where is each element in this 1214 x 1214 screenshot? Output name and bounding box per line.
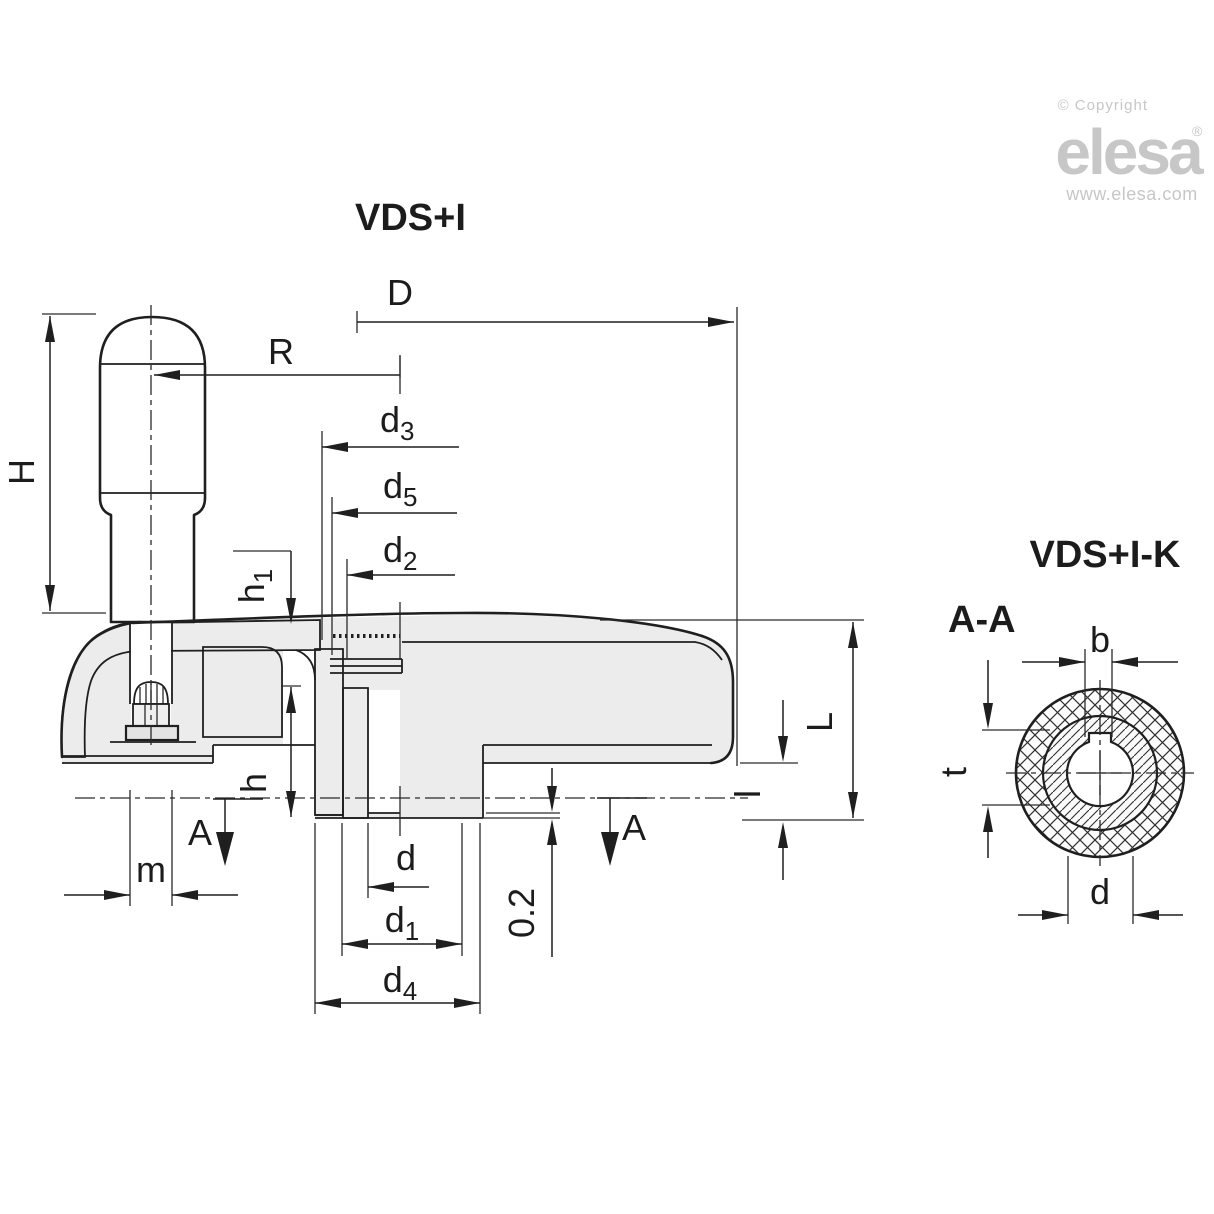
wheel-top-edge	[131, 611, 704, 638]
dim-d2-label: d2	[383, 529, 418, 576]
section-marker-a-left: A	[188, 798, 263, 866]
branding: © Copyright elesa ® www.elesa.com	[1055, 97, 1207, 204]
revolving-handle	[98, 315, 207, 624]
dim-l: l	[727, 700, 798, 880]
dim-d: d	[367, 823, 429, 898]
dim-d4-label: d4	[383, 959, 418, 1006]
section-view-title: VDS+I-K	[1030, 534, 1182, 576]
insert-flange-lines	[330, 658, 403, 674]
dim-d5-label: d5	[383, 465, 418, 512]
dim-d3: d3	[321, 399, 459, 640]
dim-h-label: h	[233, 773, 274, 793]
hub-bore	[368, 690, 400, 813]
dim-d5: d5	[331, 465, 457, 655]
hub-fillet	[295, 649, 316, 681]
website-text: www.elesa.com	[1065, 184, 1198, 204]
dim-R: R	[154, 331, 401, 394]
dim-L: L	[600, 619, 864, 821]
section-cut-label: A-A	[948, 599, 1016, 641]
dim-m: m	[64, 790, 238, 906]
dim-d4: d4	[314, 823, 481, 1014]
hub-cross-section	[1006, 680, 1194, 866]
wheel-right-edge	[700, 634, 735, 765]
dim-m-label: m	[136, 849, 166, 890]
wheel-internal-lines	[62, 634, 723, 819]
wheel-left-edge	[60, 620, 142, 759]
rim-bottom-left	[62, 745, 214, 764]
dim-d1: d1	[341, 823, 463, 956]
main-view: VDS+I H R D d3	[1, 197, 864, 1014]
dim-D-label: D	[387, 272, 413, 313]
dim-D: D	[356, 272, 738, 766]
dim-d-bore: d	[1018, 856, 1183, 924]
stem-edges	[129, 623, 173, 704]
section-center-cross	[1078, 751, 1122, 795]
dim-R-label: R	[268, 331, 294, 372]
dim-L-label: L	[799, 712, 840, 732]
dim-H: H	[1, 313, 106, 614]
section-view: VDS+I-K A-A b t	[933, 534, 1194, 924]
section-centerlines	[1006, 680, 1194, 866]
dim-t-label: t	[933, 767, 974, 777]
handle-boss	[202, 646, 283, 738]
section-marker-a-right-label: A	[622, 807, 646, 848]
dim-h1: h1	[231, 550, 296, 624]
section-marker-a-right: A	[597, 797, 647, 866]
nut-facets	[144, 704, 158, 726]
dim-t: t	[933, 660, 1050, 858]
elesa-logo: elesa	[1055, 116, 1204, 188]
hub-bottom-lines	[315, 745, 484, 819]
main-view-title: VDS+I	[355, 197, 466, 239]
dim-d1-label: d1	[385, 899, 420, 946]
dim-b: b	[1022, 619, 1178, 737]
dim-b-label: b	[1090, 619, 1110, 660]
dim-d3-label: d3	[380, 399, 415, 446]
handwheel-body	[60, 611, 735, 819]
dim-d-bore-label: d	[1090, 871, 1110, 912]
handle-outline	[98, 315, 207, 624]
boss-hub-gap	[283, 651, 314, 744]
dim-h: h	[233, 685, 301, 817]
registered-mark: ®	[1192, 123, 1203, 139]
section-marker-a-left-label: A	[188, 812, 212, 853]
stem-washer	[124, 724, 180, 742]
dim-h1-label: h1	[231, 569, 278, 604]
dim-offset-02-label: 0.2	[501, 888, 542, 938]
handle-feature-lines	[101, 363, 204, 494]
dim-H-label: H	[1, 459, 42, 485]
dim-offset-02: 0.2	[478, 768, 560, 957]
dim-d2: d2	[346, 529, 455, 658]
dim-l-label: l	[727, 790, 768, 798]
rim-face-line	[402, 641, 723, 661]
dim-d-label: d	[396, 837, 416, 878]
copyright-text: © Copyright	[1058, 97, 1148, 114]
